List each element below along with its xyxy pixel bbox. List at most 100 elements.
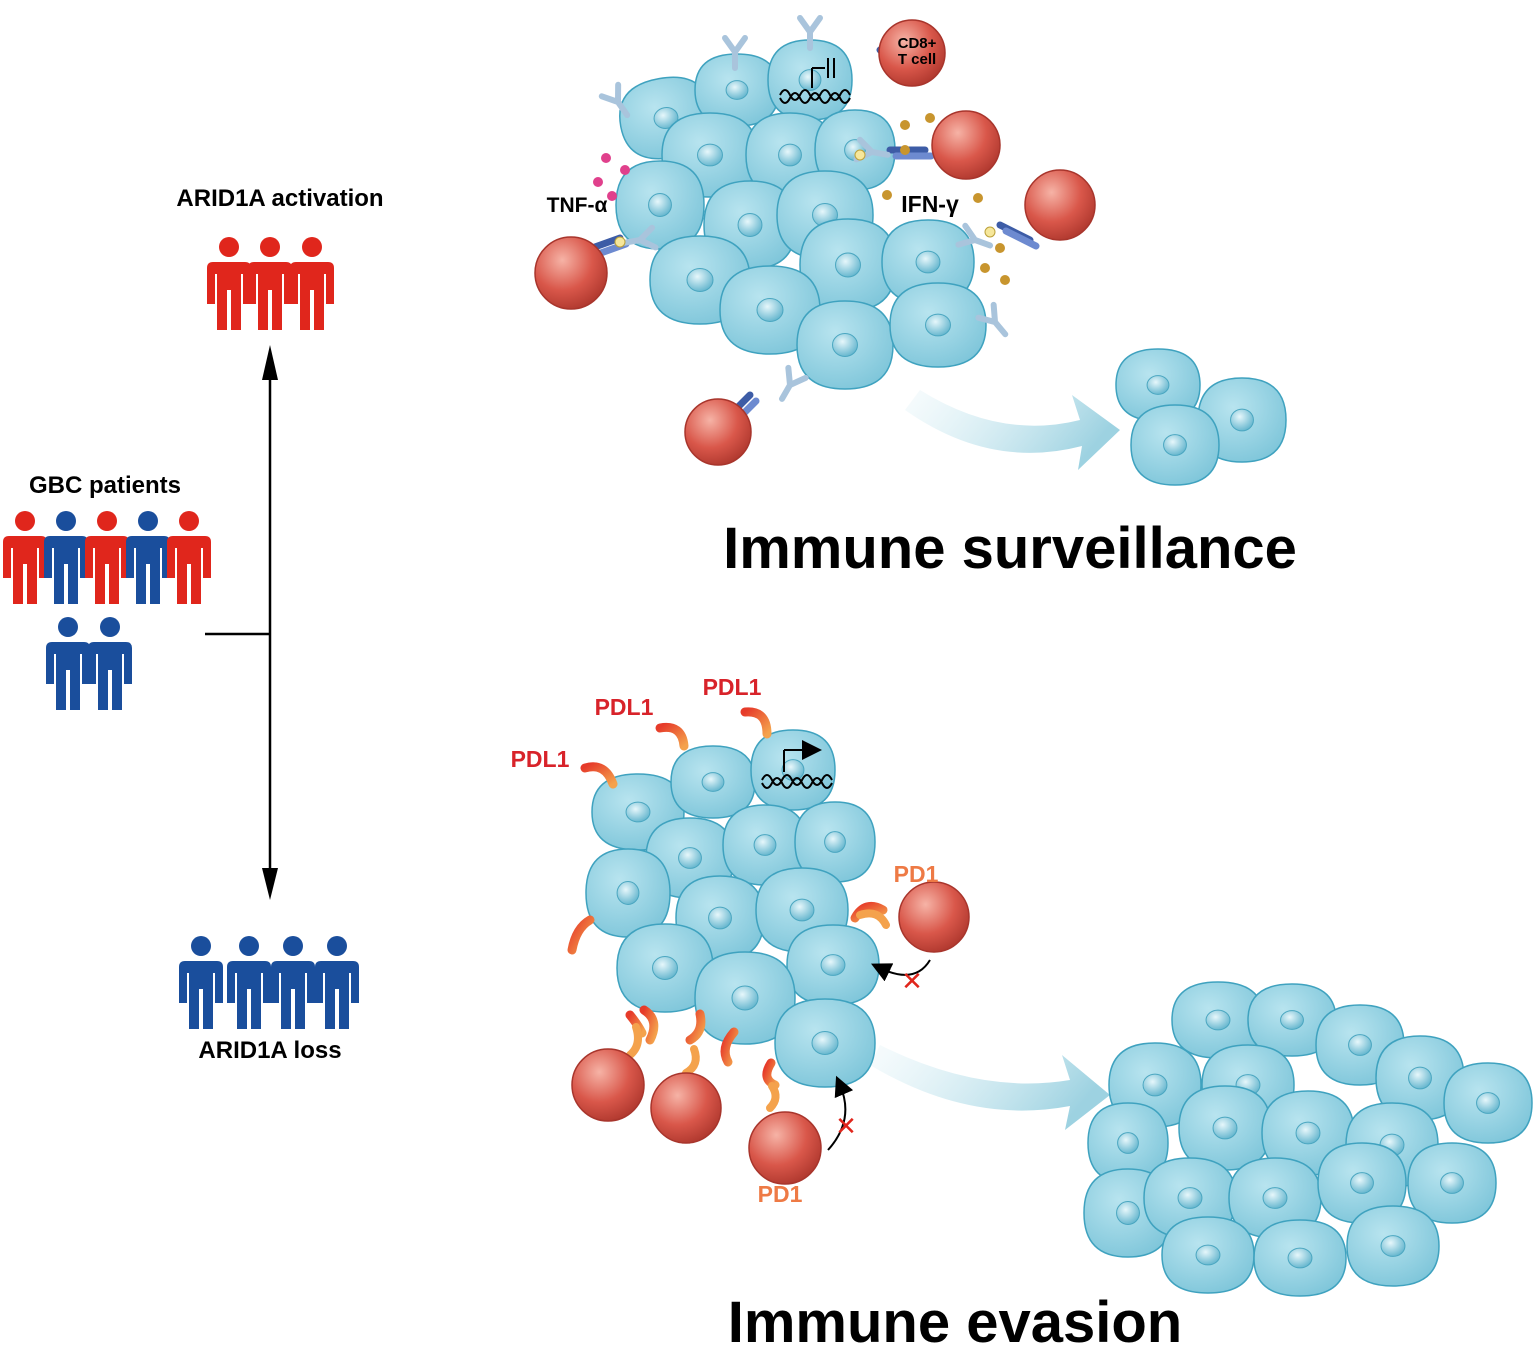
person-head — [283, 936, 303, 956]
blocked-signal-bottom: ✕ — [827, 1075, 857, 1151]
cell-nucleus — [1280, 1010, 1304, 1030]
tcr-bar — [1002, 227, 1040, 250]
tumor-cell — [767, 39, 853, 121]
pdl1-label-3: PDL1 — [703, 674, 762, 700]
cell-nucleus — [737, 213, 763, 237]
cell-nucleus — [789, 898, 815, 922]
antigen-peptide — [984, 226, 996, 238]
tumor-cell — [1346, 1205, 1440, 1287]
t-cell — [650, 1072, 722, 1144]
ifn-gamma-dot — [882, 190, 892, 200]
pdl1-molecule — [655, 722, 689, 751]
large-tumor-cluster — [1083, 981, 1533, 1297]
bottom-panel: ✕ ✕ PDL1 PDL1 PDL1 PD1 PD1 Immune evasio… — [511, 674, 1533, 1354]
cell-nucleus — [1116, 1201, 1140, 1225]
person-body — [271, 961, 315, 1029]
cell-nucleus — [925, 313, 951, 337]
cell-nucleus — [701, 772, 725, 792]
gbc-patients-label: GBC patients — [29, 472, 181, 499]
person-icon-blue — [315, 936, 359, 1029]
cell-nucleus — [820, 954, 846, 976]
person-head — [191, 936, 211, 956]
tumor-cell — [786, 924, 880, 1006]
gene-repressed-icon — [779, 58, 851, 104]
t-cell — [571, 1048, 645, 1122]
tumor-cell — [1197, 377, 1287, 463]
cell-nucleus — [915, 250, 941, 274]
cell-nucleus — [1262, 1187, 1288, 1209]
person-icon-blue — [46, 617, 90, 710]
loss-patients-group — [179, 936, 359, 1029]
pdl1-molecule — [762, 1058, 780, 1090]
t-cell-group-bottom — [571, 881, 970, 1185]
cell-nucleus — [1142, 1073, 1168, 1097]
ifn-gamma-dots — [882, 113, 1010, 285]
person-body — [290, 262, 334, 330]
person-head — [302, 237, 322, 257]
person-icon-red — [167, 511, 211, 604]
mhc-receptor-icon — [779, 364, 809, 402]
gbc-patients-group — [3, 511, 211, 710]
gene-active-icon — [761, 740, 833, 789]
mhc-shape — [797, 15, 823, 51]
person-icon-blue — [179, 936, 223, 1029]
antigen-peptide — [614, 236, 626, 248]
person-icon-blue — [227, 936, 271, 1029]
person-icon-blue — [44, 511, 88, 604]
cell-nucleus — [653, 107, 679, 129]
pd1-molecule — [682, 1045, 700, 1077]
tumor-cell — [1161, 1216, 1255, 1294]
person-head — [260, 237, 280, 257]
tcr-complex — [996, 221, 1040, 250]
person-body — [315, 961, 359, 1029]
person-icon-blue — [88, 617, 132, 710]
mhc-receptor-icon — [955, 222, 994, 249]
cell-nucleus — [811, 1031, 839, 1055]
mhc-receptor-icon — [598, 81, 631, 119]
cell-nucleus — [781, 759, 805, 781]
person-body — [248, 262, 292, 330]
tumor-cell — [1247, 983, 1337, 1057]
tumor-cell — [585, 848, 671, 938]
cell-nucleus — [731, 985, 759, 1011]
tumor-cell — [1317, 1142, 1407, 1224]
person-icon-red — [207, 237, 251, 330]
cell-nucleus — [798, 69, 822, 91]
tumor-cell — [1171, 981, 1265, 1059]
tumor-cell — [616, 923, 714, 1013]
cell-nucleus — [652, 956, 678, 980]
tnf-alpha-dot — [620, 165, 630, 175]
person-icon-red — [3, 511, 47, 604]
person-body — [85, 536, 129, 604]
mhc-shape — [621, 224, 659, 251]
person-head — [138, 511, 158, 531]
person-body — [46, 642, 90, 710]
pdl1-molecule — [720, 1027, 739, 1067]
t-cell — [898, 881, 970, 953]
pdl1-label-1: PDL1 — [511, 746, 570, 772]
immune-evasion-title: Immune evasion — [728, 1290, 1182, 1354]
pdl1-molecule — [567, 915, 595, 955]
pd1-label-right: PD1 — [894, 861, 939, 887]
tumor-cell — [889, 282, 987, 368]
cell-nucleus — [778, 143, 802, 167]
person-body — [227, 961, 271, 1029]
mhc-shape — [955, 222, 994, 249]
mhc-shape — [598, 81, 631, 119]
pdl1-molecules — [567, 707, 890, 1112]
tumor-cell — [774, 998, 876, 1088]
pd1-molecule — [626, 1023, 642, 1059]
cell-nucleus — [708, 906, 732, 930]
activation-patients-group — [207, 237, 334, 330]
person-head — [15, 511, 35, 531]
cell-nucleus — [1440, 1172, 1464, 1194]
person-body — [167, 536, 211, 604]
small-tumor-cluster — [1115, 348, 1287, 486]
mhc-shape — [975, 301, 1009, 338]
person-body — [126, 536, 170, 604]
person-head — [56, 511, 76, 531]
cell-nucleus — [824, 831, 846, 853]
left-panel: ARID1A activation GBC patients ARID1A lo… — [3, 185, 384, 1064]
pd1-label-bottom: PD1 — [758, 1181, 803, 1207]
cell-nucleus — [1205, 1009, 1231, 1031]
